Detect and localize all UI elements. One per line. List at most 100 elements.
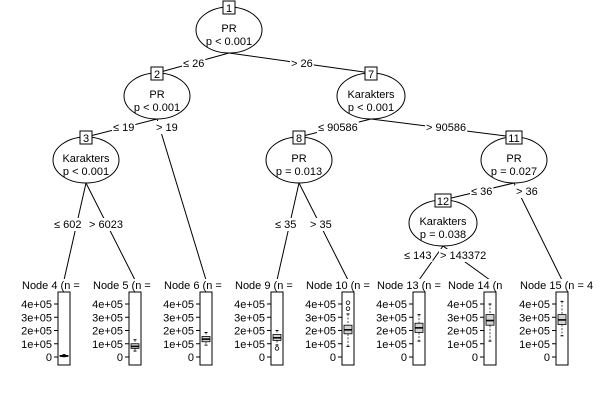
edge-3-4 [63, 182, 87, 281]
y-tick-label-5-3: 1e+05 [92, 339, 123, 351]
terminal-label-bg-6 [164, 279, 224, 292]
edge-label-7-8: ≤ 90586 [318, 122, 358, 134]
y-tick-label-10-1: 3e+05 [305, 312, 336, 324]
boxplot-5 [130, 339, 140, 352]
node-pvalue-3: p < 0.001 [63, 166, 109, 178]
edge-label-bg-11-15 [515, 185, 539, 198]
y-tick-label-6-0: 4e+05 [163, 299, 194, 311]
node-variable-1: PR [221, 23, 236, 35]
y-tick-label-6-4: 0 [188, 352, 194, 364]
y-tick-label-15-2: 2e+05 [519, 326, 550, 338]
node-id-2: 2 [154, 69, 160, 81]
y-tick-label-13-1: 3e+05 [376, 312, 407, 324]
y-tick-label-13-0: 4e+05 [376, 299, 407, 311]
y-tick-label-5-1: 3e+05 [92, 312, 123, 324]
node-variable-8: PR [291, 153, 306, 165]
edge-label-8-9: ≤ 35 [275, 219, 296, 231]
node-pvalue-7: p < 0.001 [348, 102, 394, 114]
y-tick-label-10-3: 1e+05 [305, 339, 336, 351]
node-pvalue-12: p = 0.038 [420, 229, 466, 241]
terminal-label-13: Node 13 (n = [377, 280, 441, 292]
boxplot-6 [201, 331, 211, 346]
tree-edge-labels: ≤ 26> 26≤ 19> 19≤ 602> 6023≤ 90586> 9058… [53, 57, 539, 262]
y-tick-label-13-3: 1e+05 [376, 339, 407, 351]
y-tick-label-15-4: 0 [544, 352, 550, 364]
edge-label-bg-3-4 [53, 218, 83, 231]
edge-label-11-12: ≤ 36 [471, 186, 492, 198]
y-tick-label-9-4: 0 [259, 352, 265, 364]
node-id-box-3 [79, 130, 93, 145]
node-id-box-12 [434, 193, 452, 208]
edge-label-bg-2-6 [155, 121, 179, 134]
edge-label-2-6: > 19 [156, 122, 178, 134]
edge-8-10 [298, 182, 349, 281]
edge-label-7-11: > 90586 [426, 122, 466, 134]
node-id-box-2 [150, 66, 164, 81]
y-tick-label-15-1: 3e+05 [519, 312, 550, 324]
y-tick-label-13-2: 2e+05 [376, 326, 407, 338]
node-id-8: 8 [296, 133, 302, 145]
edge-label-bg-3-5 [88, 218, 124, 231]
terminal-frame-9 [270, 291, 284, 366]
outlier-9-0 [274, 346, 280, 351]
y-tick-label-14-4: 0 [472, 352, 478, 364]
node-variable-3: Karakters [62, 153, 110, 165]
terminal-frame-4 [57, 291, 71, 366]
edge-label-bg-7-8 [317, 121, 359, 134]
terminal-label-15: Node 15 (n = 4 [520, 280, 593, 292]
node-id-12: 12 [437, 196, 449, 208]
tree-edges [63, 52, 563, 281]
edge-label-8-10: > 35 [310, 219, 332, 231]
edge-11-15 [513, 182, 563, 281]
terminal-label-14: Node 14 (n [448, 280, 502, 292]
boxplot-10 [343, 300, 353, 347]
y-tick-label-6-3: 1e+05 [163, 339, 194, 351]
edge-label-bg-8-10 [309, 218, 333, 231]
node-pvalue-8: p = 0.013 [276, 166, 322, 178]
edge-label-12-13: ≤ 143 [404, 250, 431, 262]
y-tick-label-9-1: 3e+05 [234, 312, 265, 324]
edge-label-bg-12-14 [439, 249, 488, 262]
node-variable-7: Karakters [347, 89, 395, 101]
terminal-label-6: Node 6 (n = [164, 280, 222, 292]
edge-label-3-5: > 6023 [89, 219, 123, 231]
terminal-frame-5 [128, 291, 142, 366]
node-id-box-7 [364, 66, 378, 81]
y-tick-label-6-2: 2e+05 [163, 326, 194, 338]
boxplot-4 [59, 354, 69, 358]
node-variable-12: Karakters [419, 216, 467, 228]
node-id-box-11 [505, 130, 523, 145]
y-tick-label-4-2: 2e+05 [21, 326, 52, 338]
terminal-label-bg-13 [377, 279, 443, 292]
terminal-label-bg-15 [520, 279, 596, 292]
y-tick-label-6-1: 3e+05 [163, 312, 194, 324]
node-variable-2: PR [149, 89, 164, 101]
boxplot-14 [485, 303, 495, 342]
node-pvalue-1: p < 0.001 [206, 36, 252, 48]
y-tick-label-5-0: 4e+05 [92, 299, 123, 311]
y-tick-label-10-4: 0 [330, 352, 336, 364]
edge-label-2-3: ≤ 19 [113, 122, 134, 134]
y-tick-label-4-1: 3e+05 [21, 312, 52, 324]
terminal-label-9: Node 9 (n = [235, 280, 293, 292]
y-tick-label-9-3: 1e+05 [234, 339, 265, 351]
boxplot-9 [272, 330, 282, 351]
terminal-frame-14 [483, 291, 497, 366]
